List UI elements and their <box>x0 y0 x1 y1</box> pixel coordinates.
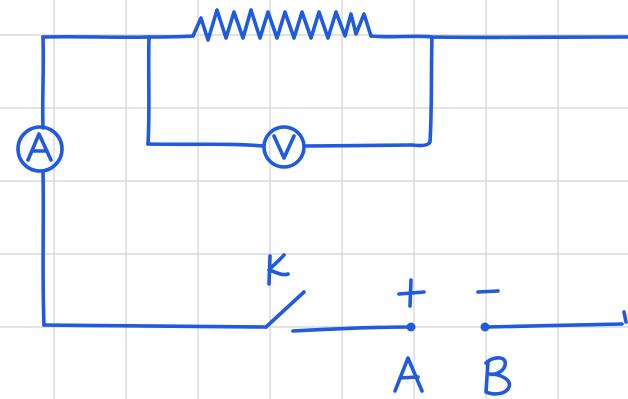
terminal-a-plus-glyph <box>397 278 426 308</box>
voltmeter-circle <box>262 125 306 169</box>
wire-branch-bottom-left <box>146 142 265 148</box>
switch-label-glyph <box>267 253 290 286</box>
resistor <box>191 8 373 42</box>
wire-top-right <box>369 34 628 40</box>
ammeter-circle <box>16 125 64 173</box>
wire-branch-bottom-right <box>303 143 414 148</box>
wire-bottom-left <box>42 323 268 329</box>
terminal-a-dot <box>406 322 416 332</box>
wire-top-to-resistor <box>147 34 195 39</box>
terminal-b-label-glyph <box>484 356 512 396</box>
ammeter-symbol-glyph <box>26 132 53 162</box>
wire-left-bottom <box>41 170 46 327</box>
terminal-a-label-glyph <box>393 356 424 393</box>
wire-b-to-right <box>484 322 624 329</box>
wire-left-top <box>40 35 46 130</box>
terminal-b-minus-glyph <box>476 289 500 294</box>
voltmeter-symbol-glyph <box>272 134 296 160</box>
switch-lever <box>264 290 306 329</box>
wire-top-left <box>41 34 151 40</box>
wire-branch-right <box>410 35 434 148</box>
wire-switch-to-a <box>291 325 412 333</box>
wire-branch-left <box>146 35 151 146</box>
terminal-b-dot <box>480 322 490 332</box>
wire-right-end <box>622 310 628 324</box>
